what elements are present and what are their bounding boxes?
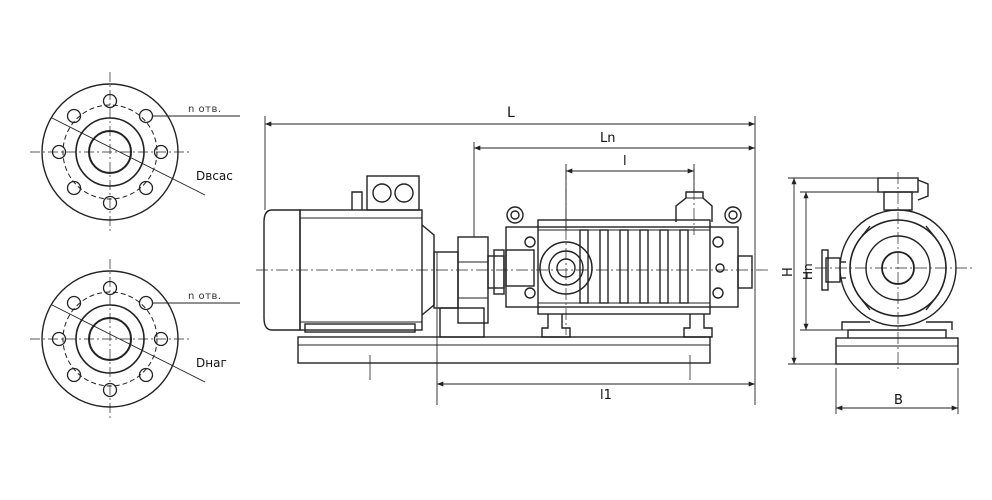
suction-diameter-label: Dвсас (196, 169, 233, 183)
discharge-diameter-label: Dнаг (196, 356, 227, 370)
side-view-centerlines (256, 168, 770, 335)
dimension-label-H: H (781, 267, 796, 277)
dimension-label-L: L (507, 105, 515, 121)
end-view-centerlines (815, 172, 972, 372)
pump-end-view (821, 177, 959, 365)
dimension-label-l: l (623, 154, 627, 169)
dimension-label-Ln: Ln (600, 131, 615, 146)
holes-label-bottom: n отв. (188, 291, 222, 302)
dimension-label-Hn: Hn (801, 263, 815, 280)
pump-side-view (263, 175, 753, 380)
suction-flange (30, 72, 240, 232)
end-view-dimensions (788, 177, 959, 414)
dimension-label-l1: l1 (600, 388, 612, 403)
discharge-flange (30, 259, 240, 419)
side-view-dimensions (264, 116, 756, 405)
holes-label-top: n отв. (188, 104, 222, 115)
dimension-label-B: B (894, 393, 903, 408)
